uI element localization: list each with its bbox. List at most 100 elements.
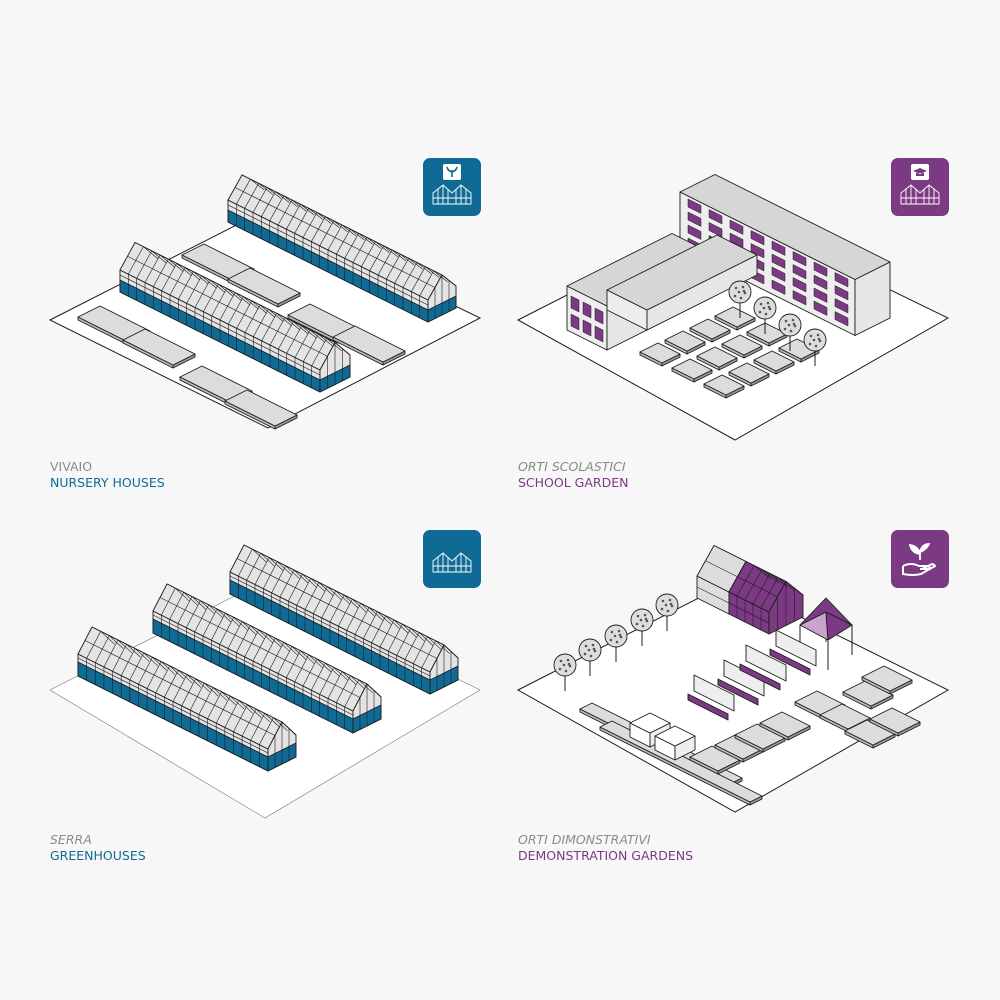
- garden-bed: [671, 358, 713, 383]
- grid-line: [229, 695, 245, 710]
- garden-bed: [664, 330, 706, 355]
- grid-line: [264, 713, 279, 727]
- fruit-dot: [635, 622, 639, 626]
- greenhouse-icon: [432, 552, 472, 573]
- fruit-dot: [783, 327, 787, 331]
- grid-line: [238, 700, 254, 714]
- greenhouse-seedling-icon: [432, 164, 472, 205]
- greenhouse: [229, 544, 459, 695]
- garden-plot: [759, 711, 811, 741]
- bed-top: [224, 389, 298, 427]
- garden-bed: [703, 374, 745, 399]
- demonstration-badge: [891, 530, 949, 588]
- grid-line: [273, 717, 288, 731]
- grid-line: [435, 640, 450, 655]
- bed-side: [717, 678, 759, 706]
- fruit-dot: [787, 323, 791, 327]
- grid-line: [375, 241, 390, 253]
- grid-line: [126, 644, 141, 658]
- grid-line: [358, 679, 373, 694]
- bed-top: [671, 358, 713, 380]
- grid-line: [169, 665, 184, 680]
- planter-box: [654, 725, 696, 761]
- gazebo: [799, 597, 853, 670]
- window: [771, 240, 786, 256]
- label-english: NURSERY HOUSES: [50, 475, 165, 490]
- grid-line: [127, 255, 328, 357]
- label-italian: VIVAIO: [50, 459, 93, 474]
- grid-line: [152, 657, 167, 671]
- fruit-dot: [670, 604, 674, 608]
- tree: [604, 624, 628, 662]
- fruit-dot: [666, 609, 670, 613]
- grid-line: [236, 558, 438, 659]
- fruit-dot: [668, 598, 672, 602]
- fruit-dot: [568, 664, 572, 668]
- garden-bed: [639, 342, 681, 367]
- fruit-dot: [784, 319, 788, 323]
- label-italian: SERRA: [50, 832, 92, 847]
- bed-top: [819, 703, 871, 730]
- fruit-dot: [591, 643, 595, 647]
- hand-plant-icon: [902, 543, 937, 576]
- fruit-dot: [566, 658, 570, 662]
- fruit-dot: [766, 301, 770, 305]
- tree: [655, 593, 679, 631]
- caption-demonstration: ORTI DIMONSTRATIVI DEMONSTRATION GARDENS: [518, 832, 693, 864]
- window: [594, 325, 604, 343]
- window: [594, 307, 604, 325]
- bed-top: [227, 267, 301, 305]
- fruit-dot: [739, 296, 743, 300]
- grid-line: [316, 212, 332, 224]
- bed-top: [181, 243, 255, 281]
- bed-back: [745, 644, 787, 682]
- window: [687, 224, 702, 240]
- garden-plot: [861, 665, 913, 695]
- tree: [630, 608, 654, 646]
- fruit-dot: [733, 294, 737, 298]
- grid-line: [300, 203, 315, 216]
- fruit-dot: [639, 618, 643, 622]
- fruit-dot: [741, 285, 745, 289]
- grid-line: [416, 262, 432, 274]
- grid-line: [212, 687, 228, 701]
- greenhouse: [77, 626, 297, 772]
- window: [687, 211, 702, 227]
- window: [792, 251, 807, 267]
- grid-line: [195, 678, 210, 693]
- grid-line: [400, 253, 415, 266]
- fruit-dot: [764, 312, 768, 316]
- grid-line: [221, 691, 236, 705]
- window: [582, 301, 592, 319]
- window: [834, 272, 849, 288]
- grid-line: [769, 573, 788, 588]
- main-school-building: [679, 174, 891, 336]
- nursery-greenhouse: [227, 174, 457, 323]
- grid-line: [350, 228, 365, 241]
- window: [834, 311, 849, 327]
- fruit-dot: [619, 635, 623, 639]
- window: [813, 287, 828, 303]
- fruit-dot: [562, 663, 566, 667]
- grid-line: [134, 648, 150, 662]
- window: [834, 298, 849, 314]
- grid-line: [117, 639, 133, 654]
- grid-line: [234, 187, 436, 288]
- fruit-dot: [559, 659, 563, 663]
- fruit-dot: [618, 633, 622, 637]
- grid-line: [283, 195, 298, 208]
- grid-line: [227, 204, 429, 306]
- fruit-dot: [759, 302, 763, 306]
- label-english: SCHOOL GARDEN: [518, 475, 629, 490]
- raised-bed: [739, 644, 787, 691]
- fruit-dot: [589, 654, 593, 658]
- fruit-dot: [636, 614, 640, 618]
- grid-line: [333, 220, 348, 233]
- grid-line: [425, 266, 440, 278]
- block-roof: [679, 174, 891, 280]
- raised-bed: [769, 629, 817, 676]
- garden-plot: [842, 680, 894, 710]
- garden-bed: [714, 306, 756, 331]
- greenhouse-badge: [423, 530, 481, 588]
- canopy-back: [799, 597, 853, 626]
